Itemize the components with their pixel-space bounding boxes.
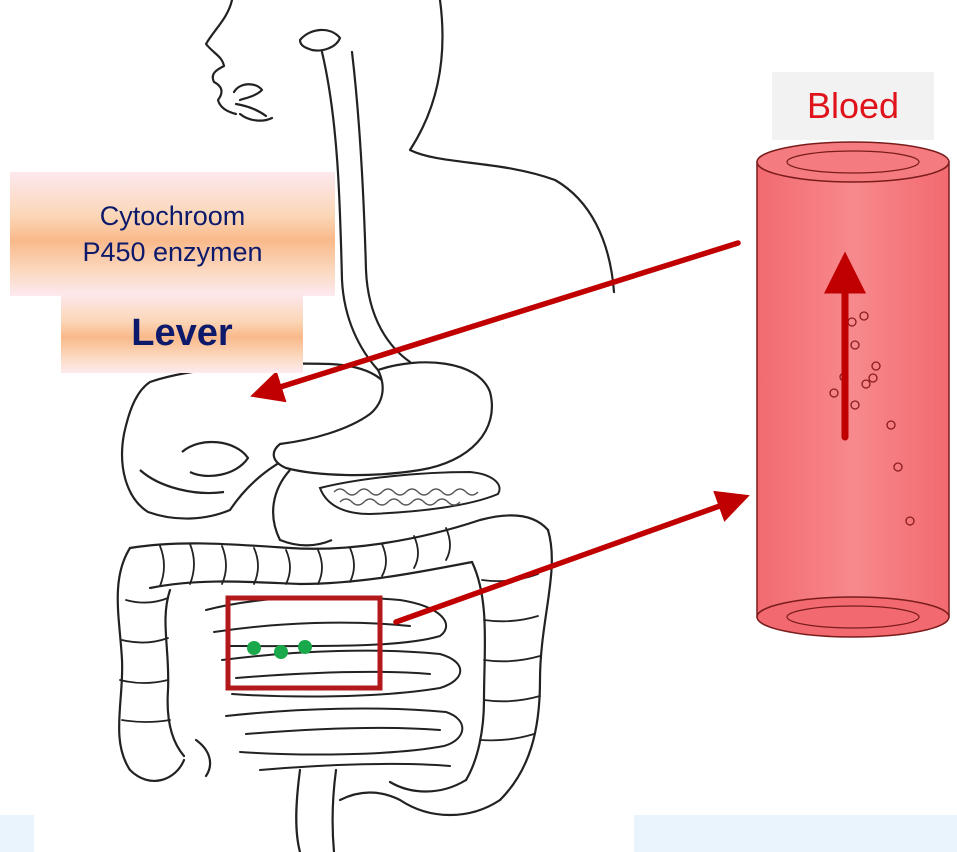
large-intestine [118,515,552,852]
transverse-colon-lower [150,562,472,588]
head-profile [206,0,236,114]
bottom-bar-right [634,815,957,852]
drug-dot [298,640,312,654]
nasal-cavity [300,30,340,51]
blood-label: Bloed [772,72,934,140]
enzyme-label-line2: P450 enzymen [82,234,262,270]
pancreas [320,472,500,514]
drug-dot [247,641,261,655]
mouth-cavity [234,84,272,120]
ascending-colon-outer [118,548,184,781]
drug-dot [274,645,288,659]
enzyme-label: Cytochroom P450 enzymen [10,172,335,296]
transverse-colon-upper [130,515,548,548]
liver-label: Lever [61,293,303,373]
neck-back [410,0,614,292]
bottom-bar-left [0,815,34,852]
sigmoid-colon [340,780,500,815]
appendix [196,740,210,776]
enzyme-label-line1: Cytochroom [82,198,262,234]
arrow-intestine-to-blood [396,498,742,622]
rectum [296,770,336,852]
esophagus [322,52,410,370]
blood-vessel [757,142,949,637]
small-intestine [206,597,462,770]
vessel-bottom-ellipse [757,597,949,637]
ascending-colon-inner [165,590,184,756]
vessel-top-ellipse [757,142,949,182]
